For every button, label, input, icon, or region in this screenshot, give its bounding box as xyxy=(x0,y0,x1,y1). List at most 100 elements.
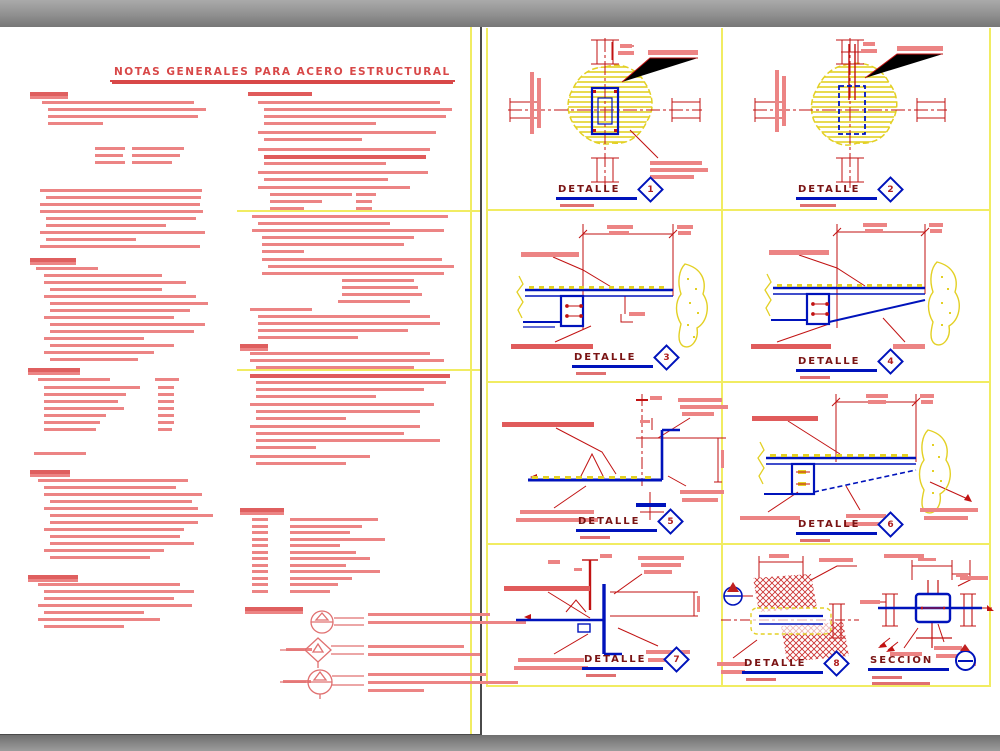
note-text-line xyxy=(256,439,440,442)
note-text-line xyxy=(256,366,414,369)
note-text-line xyxy=(38,479,188,482)
note-text-line xyxy=(44,351,154,354)
note-heading xyxy=(240,508,284,512)
note-text-line xyxy=(44,316,174,319)
note-heading xyxy=(28,368,80,372)
note-text-line xyxy=(155,378,179,381)
legend-symbols xyxy=(268,598,468,704)
note-text-line xyxy=(252,518,268,521)
note-text-line xyxy=(46,238,136,241)
note-text-line xyxy=(252,564,268,567)
note-text-line xyxy=(44,393,126,396)
note-text-line xyxy=(264,178,388,181)
note-text-line xyxy=(262,250,304,253)
note-text-line xyxy=(44,337,144,340)
note-text-line xyxy=(50,514,213,517)
seccion-marker-icon xyxy=(955,650,976,671)
note-text-line xyxy=(252,557,268,560)
detail-1-label: DETALLE 1 xyxy=(556,182,660,207)
note-text-line xyxy=(38,604,192,607)
note-text-line xyxy=(40,203,200,206)
note-text-line xyxy=(50,344,174,347)
note-text-line xyxy=(258,322,440,325)
note-text-line xyxy=(262,258,442,261)
note-text-line xyxy=(270,193,352,196)
note-text-line xyxy=(290,538,385,541)
note-text-line xyxy=(95,154,123,157)
note-text-line xyxy=(252,577,268,580)
note-text-line xyxy=(44,295,196,298)
detail-4-drawing xyxy=(745,218,975,368)
note-text-line xyxy=(268,265,454,268)
note-text-line xyxy=(50,542,194,545)
note-text-line xyxy=(95,147,125,150)
note-text-line xyxy=(258,101,440,104)
note-text-line xyxy=(44,549,164,552)
note-text-line xyxy=(248,92,312,96)
note-heading xyxy=(30,258,76,262)
note-text-line xyxy=(44,528,184,531)
note-text-line xyxy=(250,403,434,406)
note-text-line xyxy=(264,108,452,111)
note-heading xyxy=(30,470,70,474)
note-text-line xyxy=(342,279,414,282)
note-text-line xyxy=(44,414,106,417)
note-text-line xyxy=(262,236,414,239)
note-text-line xyxy=(252,583,268,586)
note-text-line xyxy=(252,525,268,528)
note-text-line xyxy=(158,428,172,431)
note-text-line xyxy=(50,323,205,326)
note-text-line xyxy=(258,329,408,332)
note-text-line xyxy=(256,381,446,384)
note-text-line xyxy=(262,272,444,275)
note-text-line xyxy=(290,570,380,573)
note-text-line xyxy=(38,618,160,621)
note-text-line xyxy=(290,583,338,586)
note-text-line xyxy=(356,193,376,196)
note-text-line xyxy=(44,428,96,431)
detail-1-drawing xyxy=(500,30,710,195)
note-text-line xyxy=(250,374,450,378)
note-text-line xyxy=(40,210,203,213)
note-text-line xyxy=(252,544,268,547)
note-text-line xyxy=(290,564,346,567)
note-text-line xyxy=(250,359,444,362)
note-text-line xyxy=(250,425,420,428)
note-text-line xyxy=(256,462,346,465)
note-text-line xyxy=(158,421,174,424)
note-text-line xyxy=(44,590,194,593)
note-text-line xyxy=(132,161,172,164)
note-text-line xyxy=(44,421,100,424)
note-text-line xyxy=(50,556,150,559)
note-text-line xyxy=(46,224,166,227)
note-text-line xyxy=(290,557,370,560)
note-text-line xyxy=(264,115,446,118)
note-text-line xyxy=(258,148,430,151)
note-text-line xyxy=(252,531,268,534)
detail-6-drawing xyxy=(740,390,980,535)
note-text-line xyxy=(290,551,356,554)
note-text-line xyxy=(258,186,410,189)
note-text-line xyxy=(50,309,190,312)
detail-2-label: DETALLE 2 xyxy=(796,182,900,207)
note-text-line xyxy=(252,229,444,232)
note-text-line xyxy=(290,544,340,547)
note-text-line xyxy=(256,388,424,391)
note-text-line xyxy=(44,507,198,510)
note-text-line xyxy=(290,525,362,528)
note-text-line xyxy=(258,222,390,225)
note-text-line xyxy=(250,352,430,355)
note-text-line xyxy=(38,378,110,381)
detail-4-label: DETALLE 4 xyxy=(796,354,900,379)
note-text-line xyxy=(50,288,162,291)
note-text-line xyxy=(252,590,268,593)
note-text-line xyxy=(40,231,205,234)
note-text-line xyxy=(158,400,174,403)
note-text-line xyxy=(44,400,118,403)
note-text-line xyxy=(132,154,180,157)
note-text-line xyxy=(44,274,162,277)
note-text-line xyxy=(256,432,404,435)
note-text-line xyxy=(50,358,138,361)
note-text-line xyxy=(264,138,362,141)
note-text-line xyxy=(44,597,174,600)
